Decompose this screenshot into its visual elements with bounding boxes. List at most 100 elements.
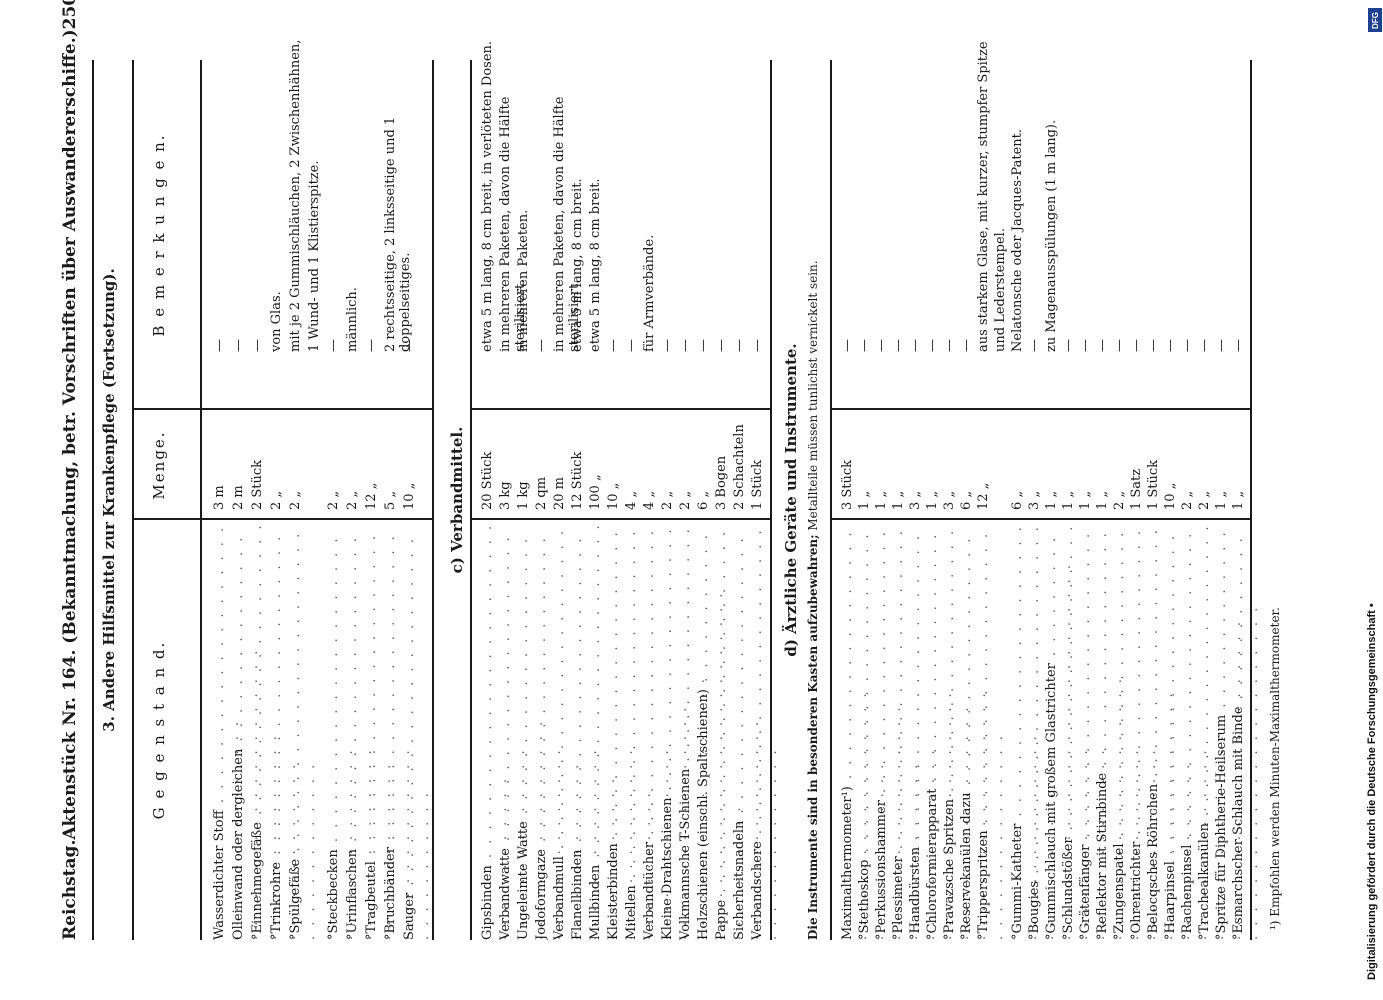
item-quantity: 1 „ bbox=[1095, 490, 1110, 510]
table-row: Holzschienen (einschl. Spaltschienen) . … bbox=[696, 60, 726, 940]
table-row: °Trinkrohre . . . . . . . . . . . . . . … bbox=[269, 60, 299, 940]
item-quantity: 12 „ bbox=[364, 482, 379, 510]
column-header-remarks: B e m e r k u n g e n. bbox=[150, 133, 168, 337]
item-remark: — bbox=[1146, 339, 1161, 352]
item-quantity: 4 „ bbox=[642, 490, 657, 510]
item-remark: — bbox=[624, 339, 639, 352]
item-remark: — bbox=[840, 339, 855, 352]
item-quantity: 2 Stück bbox=[250, 459, 265, 510]
table-row: °Rachenpinsel . . . . . . . . . . . . . … bbox=[1180, 60, 1210, 940]
item-remark: und Lederstempel. bbox=[993, 228, 1008, 352]
item-remark: — bbox=[1197, 339, 1212, 352]
item-remark: — bbox=[959, 339, 974, 352]
head-rule bbox=[92, 60, 94, 940]
table-row: °Zungenspatel . . . . . . . . . . . . . … bbox=[1112, 60, 1142, 940]
table-row: °Gummischlauch mit großem Glastrichter .… bbox=[1044, 60, 1074, 940]
item-quantity: 10 „ bbox=[606, 482, 621, 510]
page-number: 2507 bbox=[60, 0, 80, 30]
item-remark: — bbox=[606, 339, 621, 352]
table-row: °Spritze für Diphtherie-Heilserum . . . … bbox=[1214, 60, 1244, 940]
table-row: °Haarpinsel . . . . . . . . . . . . . . … bbox=[1163, 60, 1193, 940]
item-quantity: 100 „ bbox=[588, 474, 603, 510]
item-remark: — bbox=[212, 339, 227, 352]
table-row: °Tragbeutel . . . . . . . . . . . . . . … bbox=[364, 60, 394, 940]
table-row: °Trachealkanülen . . . . . . . . . . . .… bbox=[1197, 60, 1227, 940]
item-quantity: 2 „ bbox=[269, 490, 284, 510]
table-row: Verbandtücher . . . . . . . . . . . . . … bbox=[642, 60, 672, 940]
item-quantity: 2 „ bbox=[326, 490, 341, 510]
item-quantity: 1 „ bbox=[925, 490, 940, 510]
table-row: °Gummi-Katheter . . . . . . . . . . . . … bbox=[1010, 60, 1040, 940]
item-remark: — bbox=[908, 339, 923, 352]
item-remark: — bbox=[364, 339, 379, 352]
item-quantity: 1 Satz bbox=[1129, 468, 1144, 510]
item-quantity: 1 „ bbox=[874, 490, 889, 510]
item-remark: — bbox=[1180, 339, 1195, 352]
item-quantity: 2 „ bbox=[660, 490, 675, 510]
item-quantity: 6 „ bbox=[959, 490, 974, 510]
item-quantity: 1 „ bbox=[1078, 490, 1093, 510]
item-quantity: 2 „ bbox=[345, 490, 360, 510]
item-quantity: 2 „ bbox=[1112, 490, 1127, 510]
table-row: °Einnehmegefäße . . . . . . . . . . . . … bbox=[250, 60, 280, 940]
item-remark: von Glas. bbox=[269, 291, 284, 352]
item-remark: Nelatonsche oder Jacques-Patent. bbox=[1010, 129, 1025, 352]
footnote: ¹) Empfohlen werden Minuten-Maximaltherm… bbox=[1268, 607, 1282, 930]
table-row: °Pravazsche Spritzen . . . . . . . . . .… bbox=[942, 60, 972, 940]
item-remark: mit je 2 Gummischläuchen, 2 Zwischenhähn… bbox=[288, 39, 303, 352]
item-quantity: 3 „ bbox=[942, 490, 957, 510]
item-remark: — bbox=[326, 339, 341, 352]
item-remark: — bbox=[1214, 339, 1229, 352]
item-quantity: 3 Bogen bbox=[714, 455, 729, 510]
item-quantity: 1 Stück bbox=[750, 459, 765, 510]
item-remark: — bbox=[1231, 339, 1246, 352]
item-remark: — bbox=[857, 339, 872, 352]
header-reichstag: Reichstag. bbox=[60, 839, 80, 940]
table-row: Sauger . . . . . . . . . . . . . . . . .… bbox=[402, 60, 432, 940]
item-remark: — bbox=[874, 339, 889, 352]
item-remark: — bbox=[1061, 339, 1076, 352]
item-quantity: 2 Schachteln bbox=[732, 424, 747, 510]
item-quantity: 10 „ bbox=[402, 482, 417, 510]
table-row: °Ohrentrichter . . . . . . . . . . . . .… bbox=[1129, 60, 1159, 940]
item-quantity: 6 „ bbox=[696, 490, 711, 510]
column-header-quantity: Menge. bbox=[150, 430, 168, 500]
section-d-note-rest: Metallteile müssen tunlichst vernickelt … bbox=[806, 260, 820, 531]
table-row: Mitellen . . . . . . . . . . . . . . . .… bbox=[624, 60, 654, 940]
item-name: °Esmarchscher Schlauch mit Binde . . . .… bbox=[1231, 535, 1261, 940]
item-remark: — bbox=[1095, 339, 1110, 352]
table-row: Gipsbinden . . . . . . . . . . . . . . .… bbox=[480, 41, 510, 940]
item-quantity: 1 „ bbox=[891, 490, 906, 510]
section-a-bottom-rule bbox=[432, 60, 434, 940]
table-row: °Handbürsten . . . . . . . . . . . . . .… bbox=[908, 60, 938, 940]
item-remark: — bbox=[714, 339, 729, 352]
item-remark: — bbox=[891, 339, 906, 352]
table-row: Volkmannsche T-Schienen . . . . . . . . … bbox=[678, 60, 708, 940]
item-name: Sauger . . . . . . . . . . . . . . . . .… bbox=[402, 536, 432, 940]
table-header-rule bbox=[200, 60, 202, 940]
item-remark: — bbox=[1027, 339, 1042, 352]
table-row: Ungeleimte Watte . . . . . . . . . . . .… bbox=[516, 60, 546, 940]
item-quantity: 1 „ bbox=[1231, 490, 1246, 510]
table-row: °Reservekanülen dazu . . . . . . . . . .… bbox=[959, 60, 989, 940]
item-quantity: 10 „ bbox=[1163, 482, 1178, 510]
section-d-top-rule bbox=[830, 60, 832, 940]
item-quantity: 1 „ bbox=[1061, 490, 1076, 510]
item-quantity: 2 „ bbox=[288, 490, 303, 510]
item-quantity: 12 Stück bbox=[570, 451, 585, 510]
item-remark: etwa 5 m lang, 8 cm breit. bbox=[588, 178, 603, 352]
table-row: °Perkussionshammer . . . . . . . . . . .… bbox=[874, 60, 904, 940]
item-remark: aus starkem Glase, mit kurzer, stumpfer … bbox=[976, 41, 991, 352]
table-row: °Reflektor mit Stirnbinde . . . . . . . … bbox=[1095, 60, 1125, 940]
item-remark: — bbox=[925, 339, 940, 352]
item-name: Verbandschere . . . . . . . . . . . . . … bbox=[750, 527, 780, 940]
section-c-title: c) Verbandmittel. bbox=[448, 426, 466, 574]
table-row: °Grätenfänger . . . . . . . . . . . . . … bbox=[1078, 60, 1108, 940]
section-d-note: Die Instrumente sind in besonderen Kaste… bbox=[806, 60, 820, 940]
item-quantity: 1 „ bbox=[1044, 490, 1059, 510]
item-remark: — bbox=[1112, 339, 1127, 352]
item-quantity: 2 m bbox=[231, 485, 246, 510]
dfg-logo-icon: DFG bbox=[1368, 8, 1382, 32]
table-row: °Stethoskop . . . . . . . . . . . . . . … bbox=[857, 60, 887, 940]
table-row: Maximalthermometer¹) . . . . . . . . . .… bbox=[840, 60, 870, 940]
